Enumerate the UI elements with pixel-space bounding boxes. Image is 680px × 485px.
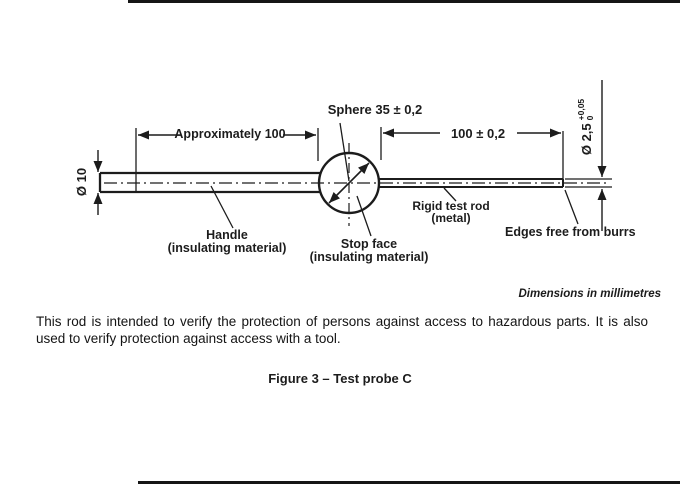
rigid-rod-label-line2: (metal) bbox=[431, 211, 471, 225]
stop-face-leader bbox=[356, 195, 372, 237]
handle-label: Handle (insulating material) bbox=[147, 229, 307, 255]
handle-length-dimension: Approximately 100 bbox=[160, 127, 300, 141]
edges-label-text: Edges free from burrs bbox=[505, 225, 636, 239]
handle-length-text: Approximately 100 bbox=[174, 127, 286, 141]
rod-diameter-tol-lower: 0 bbox=[585, 115, 595, 121]
rod-diameter-tolerance: +0,05 0 bbox=[576, 99, 595, 121]
edges-label: Edges free from burrs bbox=[505, 226, 636, 239]
units-note: Dimensions in millimetres bbox=[420, 288, 661, 300]
handle-leader bbox=[210, 185, 234, 229]
rod-diameter-text: Ø 2,5 bbox=[578, 123, 594, 156]
page-bottom-border bbox=[138, 481, 680, 484]
figure-caption-text: Figure 3 – Test probe C bbox=[268, 371, 412, 386]
sphere-leader bbox=[339, 122, 350, 182]
handle-diameter-text: Ø 10 bbox=[73, 167, 89, 197]
rod-length-text: 100 ± 0,2 bbox=[450, 126, 506, 141]
sphere-diameter-arrow bbox=[328, 182, 350, 204]
stop-face-label: Stop face (insulating material) bbox=[289, 238, 449, 264]
sphere-dimension: Sphere 35 ± 0,2 bbox=[300, 102, 450, 117]
handle-diameter-dimension: Ø 10 bbox=[73, 161, 89, 203]
figure-caption: Figure 3 – Test probe C bbox=[190, 371, 490, 386]
rigid-rod-leader bbox=[443, 187, 457, 202]
units-note-text: Dimensions in millimetres bbox=[518, 288, 661, 300]
sphere-diameter-arrow bbox=[348, 162, 370, 184]
body-paragraph-text: This rod is intended to verify the prote… bbox=[36, 314, 648, 346]
edges-leader bbox=[564, 189, 579, 225]
sphere-dimension-text: Sphere 35 ± 0,2 bbox=[327, 102, 423, 117]
rod-length-dimension: 100 ± 0,2 bbox=[428, 126, 528, 141]
rigid-rod-label-line1: Rigid test rod bbox=[412, 199, 490, 213]
handle-label-line1: Handle bbox=[206, 228, 248, 242]
handle-label-line2: (insulating material) bbox=[167, 241, 287, 255]
stop-face-label-line1: Stop face bbox=[340, 237, 398, 251]
handle-outline bbox=[98, 171, 321, 194]
rod-diameter-dimension: Ø 2,5 +0,05 0 bbox=[571, 77, 601, 177]
page-top-border bbox=[128, 0, 680, 3]
body-paragraph: This rod is intended to verify the prote… bbox=[36, 313, 648, 347]
stop-face-label-line2: (insulating material) bbox=[309, 250, 429, 264]
rigid-rod-label: Rigid test rod (metal) bbox=[391, 200, 511, 224]
rod-outline bbox=[378, 178, 564, 188]
